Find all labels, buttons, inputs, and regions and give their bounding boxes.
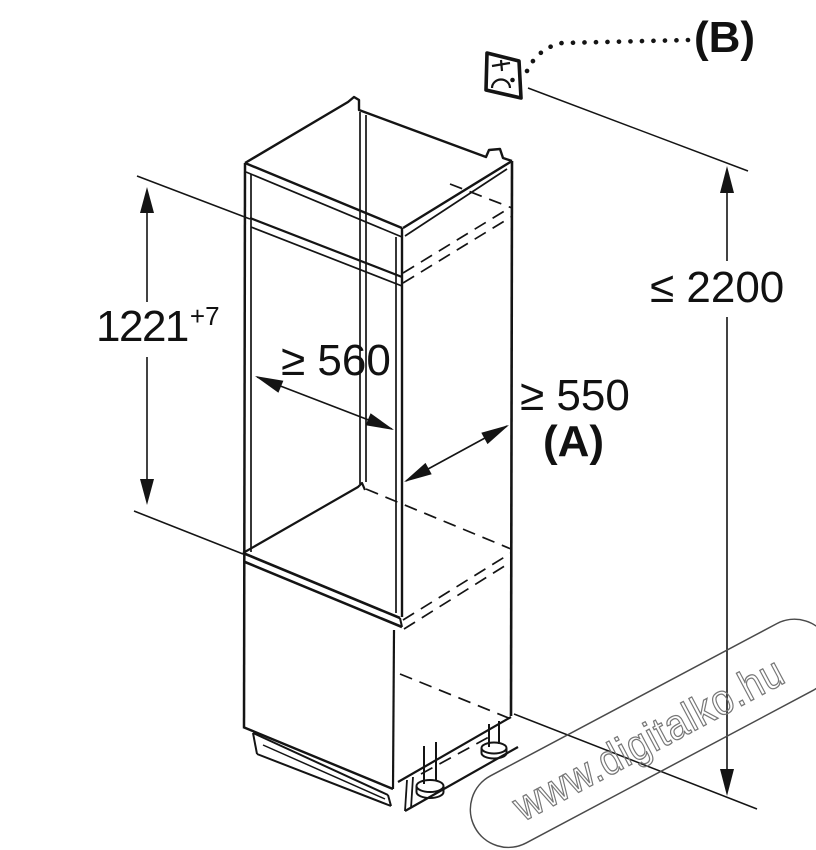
power-socket-icon: [484, 51, 523, 100]
socket-reference-label: (B): [694, 13, 756, 62]
niche-width-dimension-label: ≥ 560: [281, 336, 391, 385]
hidden-edges: [365, 183, 513, 775]
depth-reference-label: (A): [543, 417, 605, 466]
max-height-dimension-label: ≤ 2200: [650, 263, 785, 312]
dimension-arrowheads: [140, 166, 734, 796]
cabinet-outline: [242, 95, 519, 812]
niche-height-value: 1221: [96, 302, 189, 351]
niche-depth-dimension-label: ≥ 550: [520, 371, 630, 420]
niche-height-tolerance: +7: [189, 301, 220, 331]
niche-height-dimension-label: 1221+7: [96, 302, 220, 351]
adjustable-feet: [415, 721, 508, 799]
dimension-lines: [146, 170, 728, 791]
extension-lines: [133, 87, 758, 810]
watermark-text: www.digitalko.hu: [504, 648, 792, 832]
watermark-capsule: [469, 618, 816, 849]
dotted-leader-line: [524, 37, 691, 74]
